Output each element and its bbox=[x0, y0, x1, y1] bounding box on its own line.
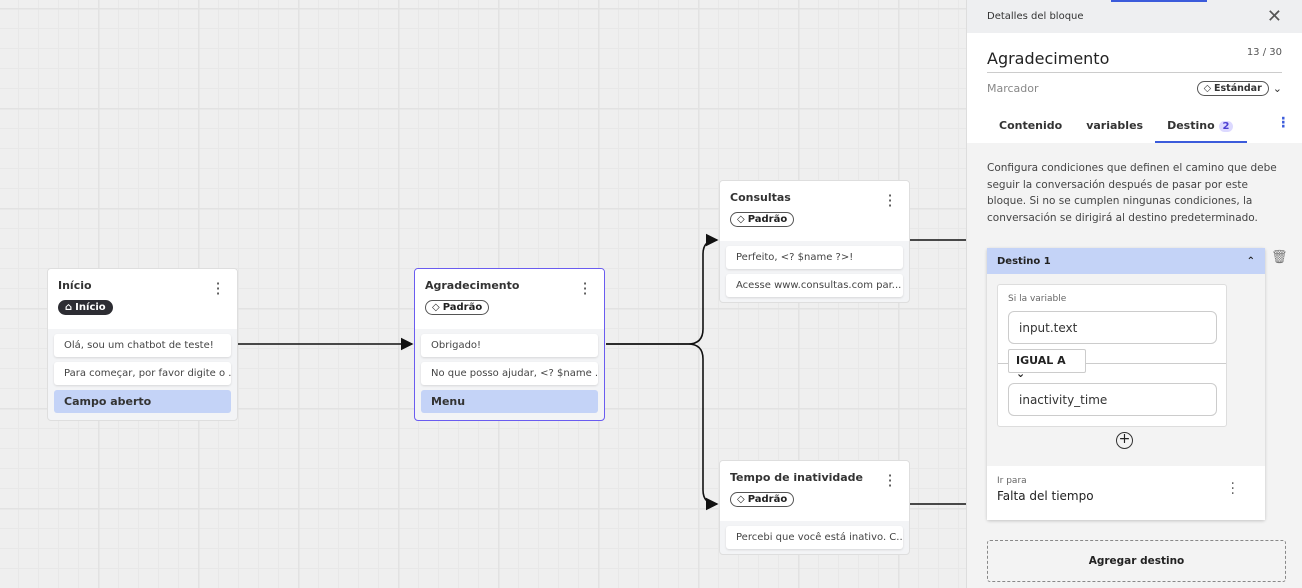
tag-icon: ◇ bbox=[432, 302, 440, 313]
close-icon[interactable]: ✕ bbox=[1266, 6, 1282, 27]
chevron-down-icon: ⌄ bbox=[1016, 367, 1026, 380]
char-count: 13 / 30 bbox=[1246, 47, 1282, 58]
node-tempo-de-inatividade[interactable]: Tempo de inatividade ··· ◇Padrão Percebi… bbox=[719, 460, 910, 555]
edge-agradecimento-consultas bbox=[606, 233, 719, 345]
operator-select[interactable]: IGUAL A ⌄ bbox=[1008, 349, 1086, 380]
add-destino-button[interactable]: Agregar destino bbox=[987, 540, 1286, 582]
node-title: Agradecimento bbox=[425, 279, 520, 292]
add-condition-icon[interactable]: + bbox=[1116, 432, 1133, 449]
node-title: Início bbox=[58, 279, 92, 292]
tag-icon: ◇ bbox=[737, 494, 745, 505]
tab-contenido[interactable]: Contenido bbox=[999, 119, 1063, 132]
panel-header: Detalles del bloque bbox=[987, 11, 1084, 22]
block-details-panel: Detalles del bloque ✕ Agradecimento 13 / … bbox=[966, 0, 1302, 588]
tab-variables[interactable]: variables bbox=[1086, 119, 1144, 132]
message[interactable]: Acesse www.consultas.com par... bbox=[726, 274, 903, 297]
destino-card: Destino 1⌃ Si la variable input.text IGU… bbox=[987, 248, 1265, 520]
marker-select[interactable]: ◇Estándar⌄ bbox=[1196, 81, 1282, 96]
message[interactable]: Olá, sou um chatbot de teste! bbox=[54, 334, 231, 357]
input-option[interactable]: Campo aberto bbox=[54, 390, 231, 413]
value-input[interactable]: inactivity_time bbox=[1008, 383, 1217, 416]
marker-label: Marcador bbox=[987, 82, 1039, 95]
node-consultas[interactable]: Consultas ··· ◇Padrão Perfeito, <? $name… bbox=[719, 180, 910, 303]
more-icon[interactable]: ··· bbox=[887, 186, 893, 215]
tag-icon: ◇ bbox=[1203, 83, 1212, 94]
home-icon: ⌂ bbox=[65, 302, 73, 313]
divider bbox=[998, 363, 1226, 364]
edge-agradecimento-tempo bbox=[606, 343, 719, 511]
more-icon[interactable]: ··· bbox=[1280, 111, 1286, 135]
edges bbox=[238, 233, 966, 511]
tag-badge: ◇Padrão bbox=[425, 300, 490, 315]
condition-box: Si la variable input.text IGUAL A ⌄ inac… bbox=[997, 284, 1227, 427]
scroll-indicator bbox=[1111, 0, 1207, 2]
flow-canvas[interactable]: Início ··· ⌂Início Olá, sou um chatbot d… bbox=[0, 0, 966, 588]
count-badge: 2 bbox=[1218, 121, 1234, 132]
message[interactable]: Percebi que você está inativo. C... bbox=[726, 526, 903, 549]
condition-label: Si la variable bbox=[1008, 294, 1067, 304]
more-icon[interactable]: ··· bbox=[215, 274, 221, 303]
goto-select[interactable]: Ir para Falta del tiempo ··· bbox=[987, 466, 1265, 520]
chevron-up-icon[interactable]: ⌃ bbox=[1246, 255, 1255, 267]
node-title: Tempo de inatividade bbox=[730, 471, 864, 484]
goto-label: Ir para bbox=[997, 476, 1027, 486]
message[interactable]: Perfeito, <? $name ?>! bbox=[726, 246, 903, 269]
variable-input[interactable]: input.text bbox=[1008, 311, 1217, 344]
tab-destino[interactable]: Destino 2 bbox=[1155, 111, 1248, 143]
more-icon[interactable]: ··· bbox=[1230, 476, 1235, 502]
more-icon[interactable]: ··· bbox=[887, 466, 893, 495]
destino-header[interactable]: Destino 1⌃ bbox=[987, 248, 1265, 274]
node-agradecimento[interactable]: Agradecimento ··· ◇Padrão Obrigado! No q… bbox=[414, 268, 605, 421]
more-icon[interactable]: ··· bbox=[582, 274, 588, 303]
block-name-input[interactable]: Agradecimento bbox=[987, 49, 1110, 68]
tag-badge: ◇Padrão bbox=[730, 212, 795, 227]
message[interactable]: No que posso ajudar, <? $name ... bbox=[421, 362, 598, 385]
tag-badge: ◇Padrão bbox=[730, 492, 795, 507]
destino-description: Configura condiciones que definen el cam… bbox=[987, 162, 1277, 224]
start-tag: ⌂Início bbox=[58, 300, 113, 315]
message[interactable]: Obrigado! bbox=[421, 334, 598, 357]
message[interactable]: Para começar, por favor digite o ... bbox=[54, 362, 231, 385]
node-title: Consultas bbox=[730, 191, 791, 204]
chevron-down-icon: ⌄ bbox=[1272, 82, 1282, 95]
trash-icon[interactable]: 🗑 bbox=[1271, 250, 1288, 265]
tag-icon: ◇ bbox=[737, 214, 745, 225]
goto-value: Falta del tiempo bbox=[997, 489, 1094, 503]
node-inicio[interactable]: Início ··· ⌂Início Olá, sou um chatbot d… bbox=[47, 268, 238, 421]
input-option[interactable]: Menu bbox=[421, 390, 598, 413]
